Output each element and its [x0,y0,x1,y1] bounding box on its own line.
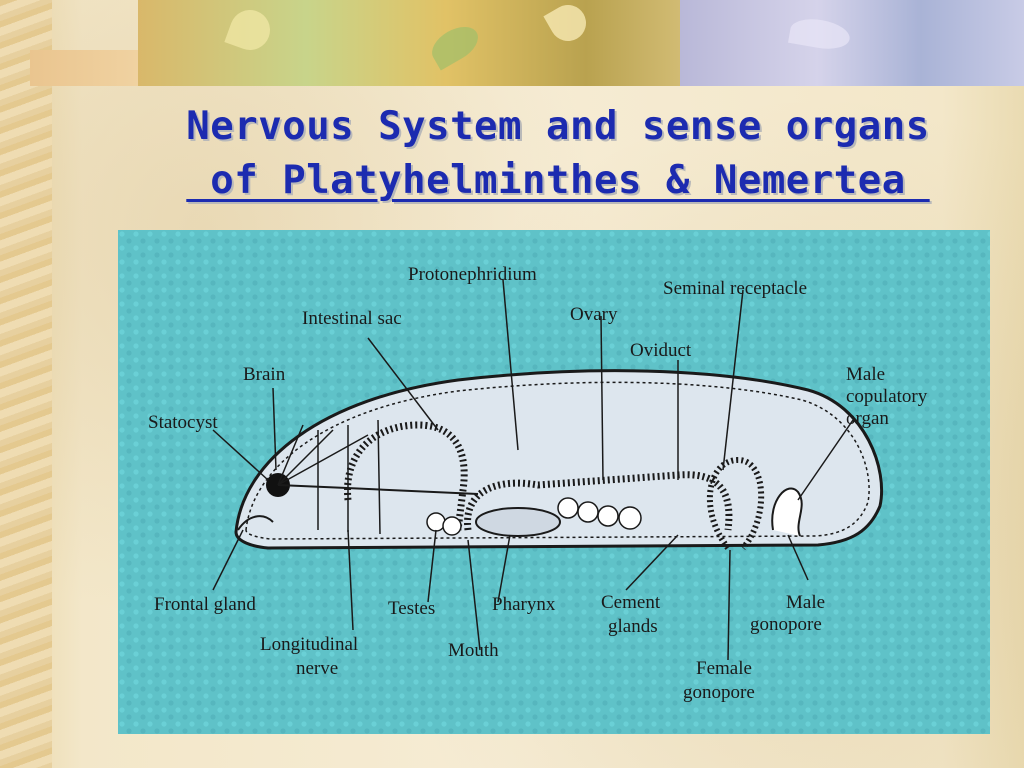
label-male-copulatory-line1: Male [846,364,886,385]
label-intestinal-sac: Intestinal sac [302,308,402,329]
label-cement-line1: Cement [601,592,661,613]
label-statocyst: Statocyst [148,412,218,433]
label-longitudinal-line1: Longitudinal [260,634,359,655]
slide-title: Nervous System and sense organs of Platy… [128,100,988,208]
label-longitudinal-line2: nerve [296,658,339,679]
nerve-branches [277,424,369,486]
label-leader-lines [212,279,854,661]
body-epidermis-line [245,381,870,540]
intestinal-sac [344,421,468,531]
flatworm-anatomy-diagram [118,230,990,734]
decorative-left-strip [0,0,52,768]
label-pharynx: Pharynx [492,594,556,615]
title-line-2: of Platyhelminthes & Nemertea [186,158,930,203]
decorative-banner [30,0,1024,86]
label-female-gonopore-line1: Female [696,658,752,679]
label-protonephridium: Protonephridium [408,264,537,285]
flatworm-anatomy-figure: Protonephridium Intestinal sac Ovary Sem… [118,230,990,734]
pharynx [475,507,561,537]
label-mouth: Mouth [448,640,499,661]
label-testes: Testes [388,598,436,619]
seminal-receptacle [706,456,765,550]
title-line-1: Nervous System and sense organs [186,104,930,149]
label-brain: Brain [243,364,286,385]
intestine [464,471,733,531]
label-male-gonopore-line2: gonopore [750,614,822,635]
label-male-copulatory-line2: copulatory [846,386,928,407]
label-ovary: Ovary [570,304,618,325]
label-frontal-gland: Frontal gland [154,594,256,615]
label-seminal-receptacle: Seminal receptacle [663,278,808,299]
frontal-gland [237,515,274,531]
label-female-gonopore-line2: gonopore [683,682,755,703]
label-oviduct: Oviduct [630,340,692,361]
label-cement-line2: glands [608,616,658,637]
ovary-eggs [557,497,642,530]
label-male-copulatory-line3: organ [846,408,889,429]
body-outline [234,369,884,550]
male-copulatory-organ [771,487,803,537]
label-male-gonopore-line1: Male [786,592,826,613]
nerve-cord [277,484,479,495]
